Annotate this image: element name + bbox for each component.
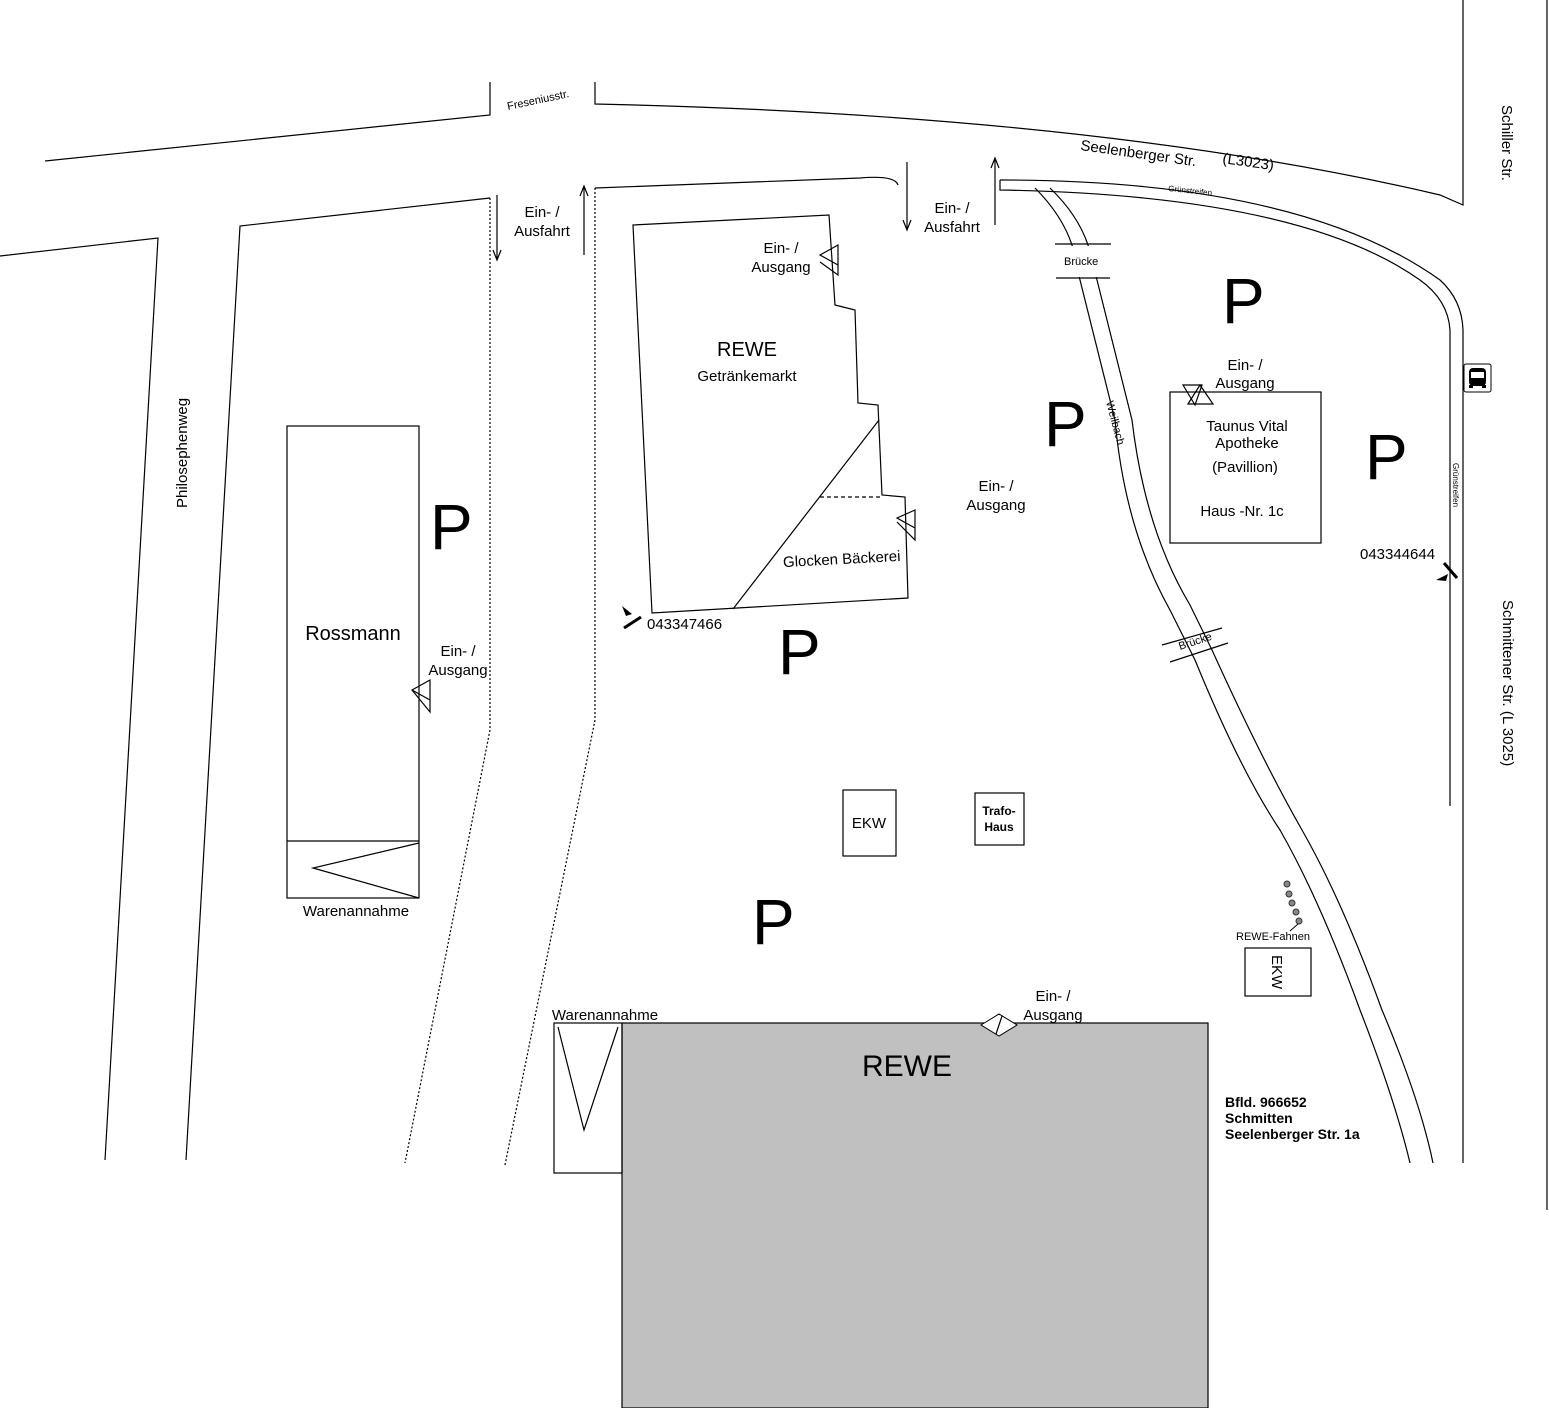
ekw-label: EKW (1268, 955, 1285, 990)
bus-stop-icon (1463, 363, 1492, 393)
id-marker-right (1436, 562, 1459, 581)
rossmann-building (286, 425, 431, 899)
rewe-main-building (553, 1013, 1209, 1408)
getraenkemarkt-building (632, 214, 916, 614)
rossmann-label: Rossmann (305, 623, 401, 645)
address-line: Bfld. 966652 (1225, 1094, 1307, 1110)
apotheke-building (1169, 383, 1322, 544)
exit-label: Ausfahrt (924, 219, 981, 236)
exit-label: Ausgang (1215, 375, 1274, 392)
apotheke-label: (Pavillion) (1212, 459, 1278, 476)
flag-markers (1283, 880, 1303, 932)
entry-label: Ein- / (934, 200, 970, 217)
entry-label: Ein- / (440, 643, 476, 660)
weilbach-label: Weilbach (1103, 400, 1126, 447)
apotheke-label: Apotheke (1215, 435, 1278, 452)
exit-label: Ausgang (751, 259, 810, 276)
ekw-box (842, 789, 897, 857)
weilbach-stream (1034, 187, 1434, 1164)
entry-arrows (492, 156, 1000, 262)
ekw-label: EKW (852, 815, 887, 832)
entry-label: Ein- / (763, 240, 799, 257)
getraenkemarkt-label: Getränkemarkt (697, 368, 797, 385)
ekw-box (1244, 947, 1312, 997)
freseniusstr-label: Freseniusstr. (506, 88, 570, 113)
bruecke-label: Brücke (1064, 256, 1098, 268)
parking-sign: P (430, 491, 473, 563)
getraenkemarkt-label: REWE (717, 339, 777, 361)
parking-sign: P (1044, 388, 1087, 460)
gruenstreifen-label-top: Grünstreifen (1168, 184, 1213, 198)
apotheke-house-number: Haus -Nr. 1c (1200, 503, 1284, 520)
philosophenweg-label: Philosephenweg (174, 398, 191, 508)
trafo-label: Haus (984, 820, 1014, 834)
apotheke-label: Taunus Vital (1206, 418, 1287, 435)
entry-label: Ein- / (978, 478, 1014, 495)
rewe-label: REWE (862, 1050, 952, 1083)
baeckerei-label: Glocken Bäckerei (783, 548, 901, 571)
exit-label: Ausfahrt (514, 223, 571, 240)
exit-label: Ausgang (428, 662, 487, 679)
id-right: 043344644 (1360, 546, 1435, 563)
parking-sign: P (1365, 421, 1408, 493)
trafo-label: Trafo- (982, 804, 1015, 818)
exit-label: Ausgang (1023, 1007, 1082, 1024)
schiller-label: Schiller Str. (1498, 105, 1515, 181)
parking-sign: P (1222, 265, 1265, 337)
id-left: 043347466 (647, 616, 722, 633)
schmittener-label: Schmittener Str. (L 3025) (1499, 600, 1516, 766)
entry-label: Ein- / (1227, 357, 1263, 374)
rewe-fahnen-label: REWE-Fahnen (1236, 931, 1310, 943)
seelenberger-code: (L3023) (1221, 150, 1275, 174)
address-line: Schmitten (1225, 1110, 1293, 1126)
exit-label: Ausgang (966, 497, 1025, 514)
entry-label: Ein- / (524, 204, 560, 221)
address-line: Seelenberger Str. 1a (1225, 1126, 1360, 1142)
id-marker-left (622, 606, 642, 630)
streets (0, 0, 1548, 1210)
parking-sign: P (778, 616, 821, 688)
warenannahme-label: Warenannahme (552, 1007, 658, 1024)
warenannahme-label: Warenannahme (303, 903, 409, 920)
parking-labels: P P P P P P (430, 265, 1408, 958)
gruenstreifen-label-right: Grünstreifen (1451, 463, 1460, 507)
trafo-box (974, 792, 1025, 846)
entry-label: Ein- / (1035, 988, 1071, 1005)
parking-sign: P (752, 886, 795, 958)
